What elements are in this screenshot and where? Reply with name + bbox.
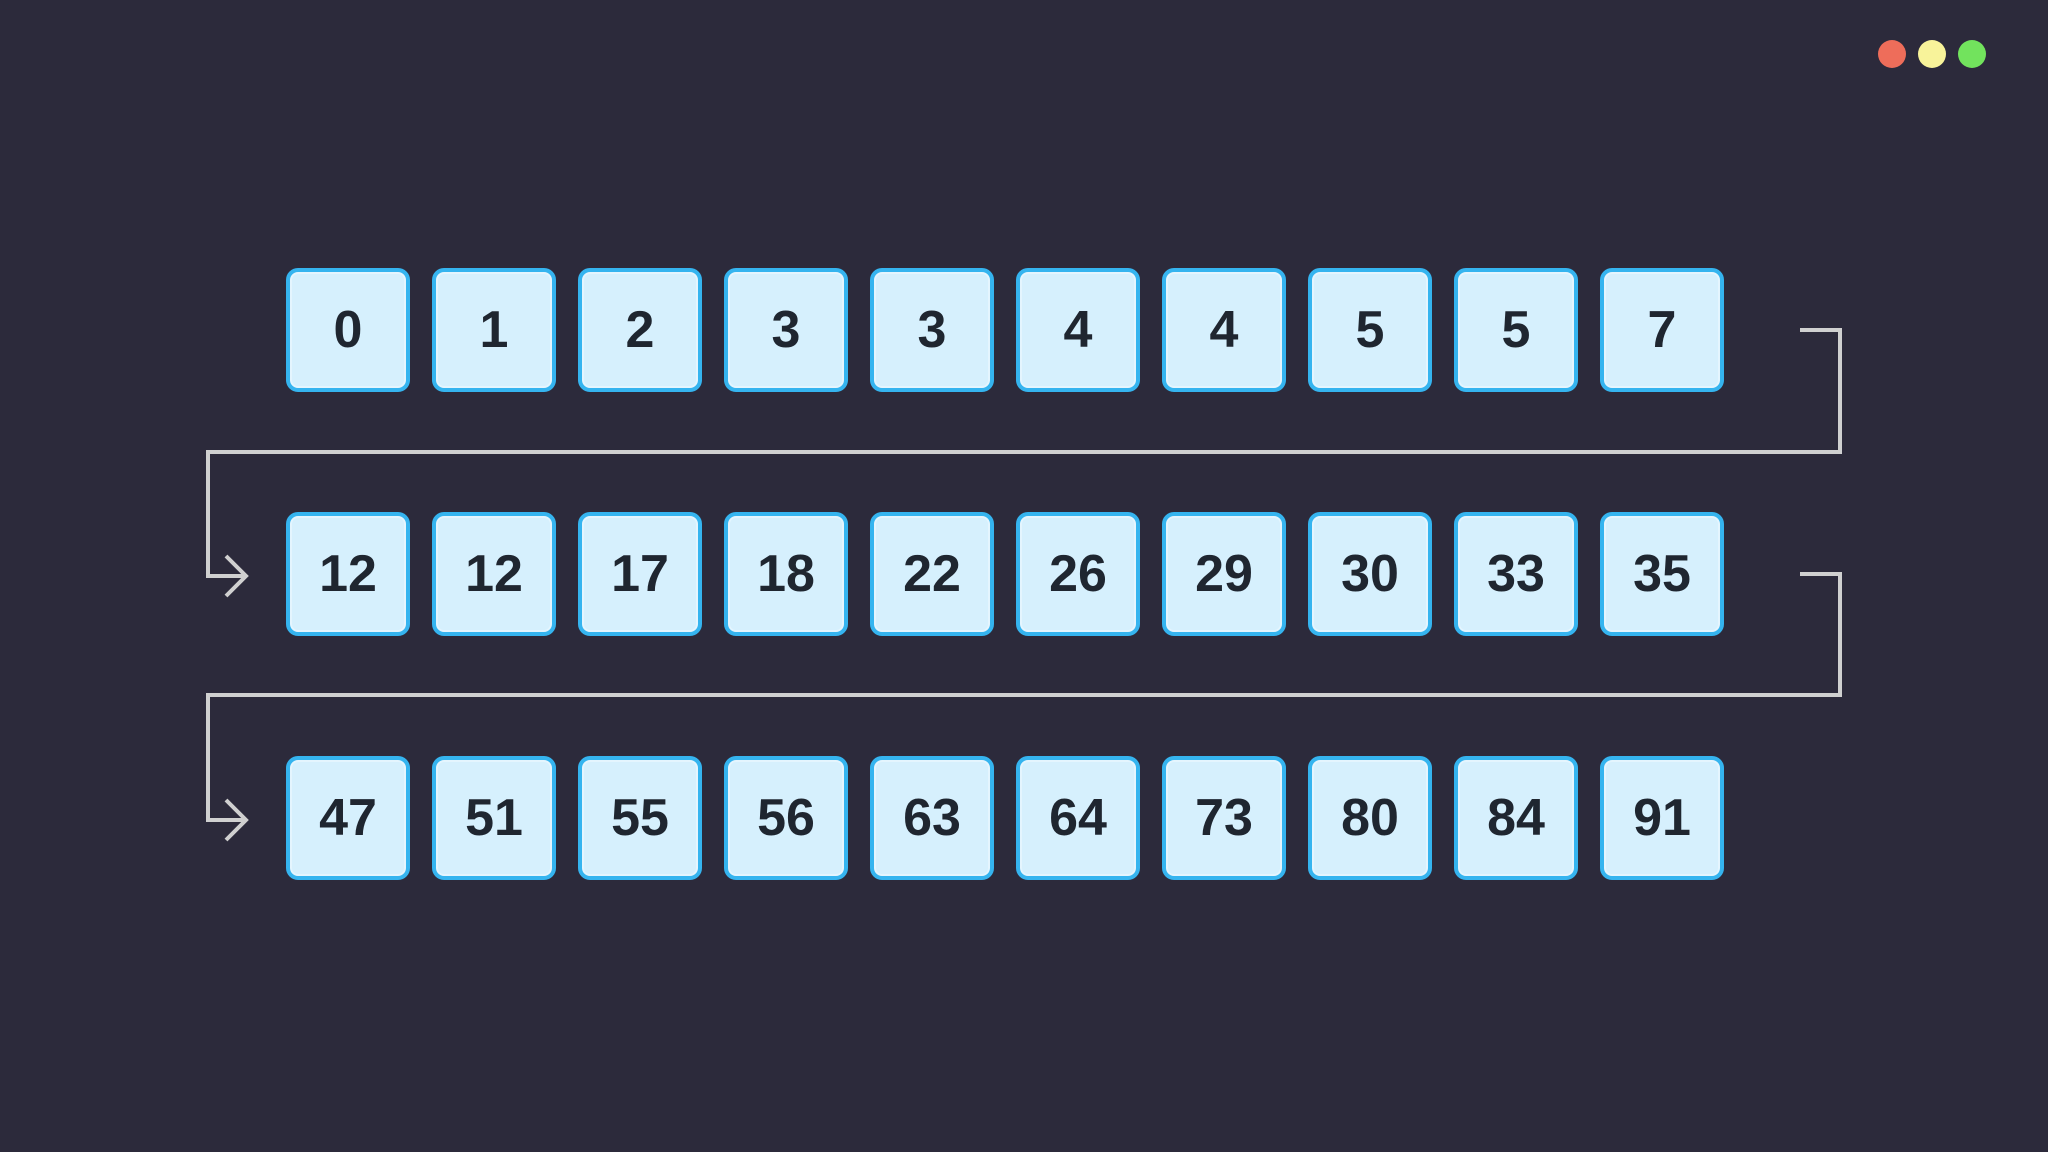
- array-cell: 51: [432, 756, 556, 880]
- array-cell: 29: [1162, 512, 1286, 636]
- array-cell: 56: [724, 756, 848, 880]
- array-cell: 1: [432, 268, 556, 392]
- array-cell: 30: [1308, 512, 1432, 636]
- array-cell: 12: [432, 512, 556, 636]
- close-dot[interactable]: [1878, 40, 1906, 68]
- array-cell: 17: [578, 512, 702, 636]
- array-cell: 5: [1308, 268, 1432, 392]
- array-cell: 47: [286, 756, 410, 880]
- array-cell: 4: [1162, 268, 1286, 392]
- array-cell: 3: [870, 268, 994, 392]
- window-controls: [1878, 40, 1986, 68]
- array-cell: 84: [1454, 756, 1578, 880]
- array-cell: 80: [1308, 756, 1432, 880]
- array-cell: 26: [1016, 512, 1140, 636]
- arrowhead-icon: [224, 798, 249, 842]
- minimize-dot[interactable]: [1918, 40, 1946, 68]
- array-cell: 33: [1454, 512, 1578, 636]
- array-cell: 63: [870, 756, 994, 880]
- array-cell: 2: [578, 268, 702, 392]
- array-cell: 55: [578, 756, 702, 880]
- array-cell: 18: [724, 512, 848, 636]
- maximize-dot[interactable]: [1958, 40, 1986, 68]
- array-cell: 35: [1600, 512, 1724, 636]
- array-cell: 12: [286, 512, 410, 636]
- arrowhead-icon: [224, 554, 249, 598]
- array-cell: 22: [870, 512, 994, 636]
- array-cell: 64: [1016, 756, 1140, 880]
- array-cell: 4: [1016, 268, 1140, 392]
- array-cell: 5: [1454, 268, 1578, 392]
- array-cell: 0: [286, 268, 410, 392]
- array-cell: 91: [1600, 756, 1724, 880]
- array-cell: 73: [1162, 756, 1286, 880]
- array-cell: 7: [1600, 268, 1724, 392]
- array-cell: 3: [724, 268, 848, 392]
